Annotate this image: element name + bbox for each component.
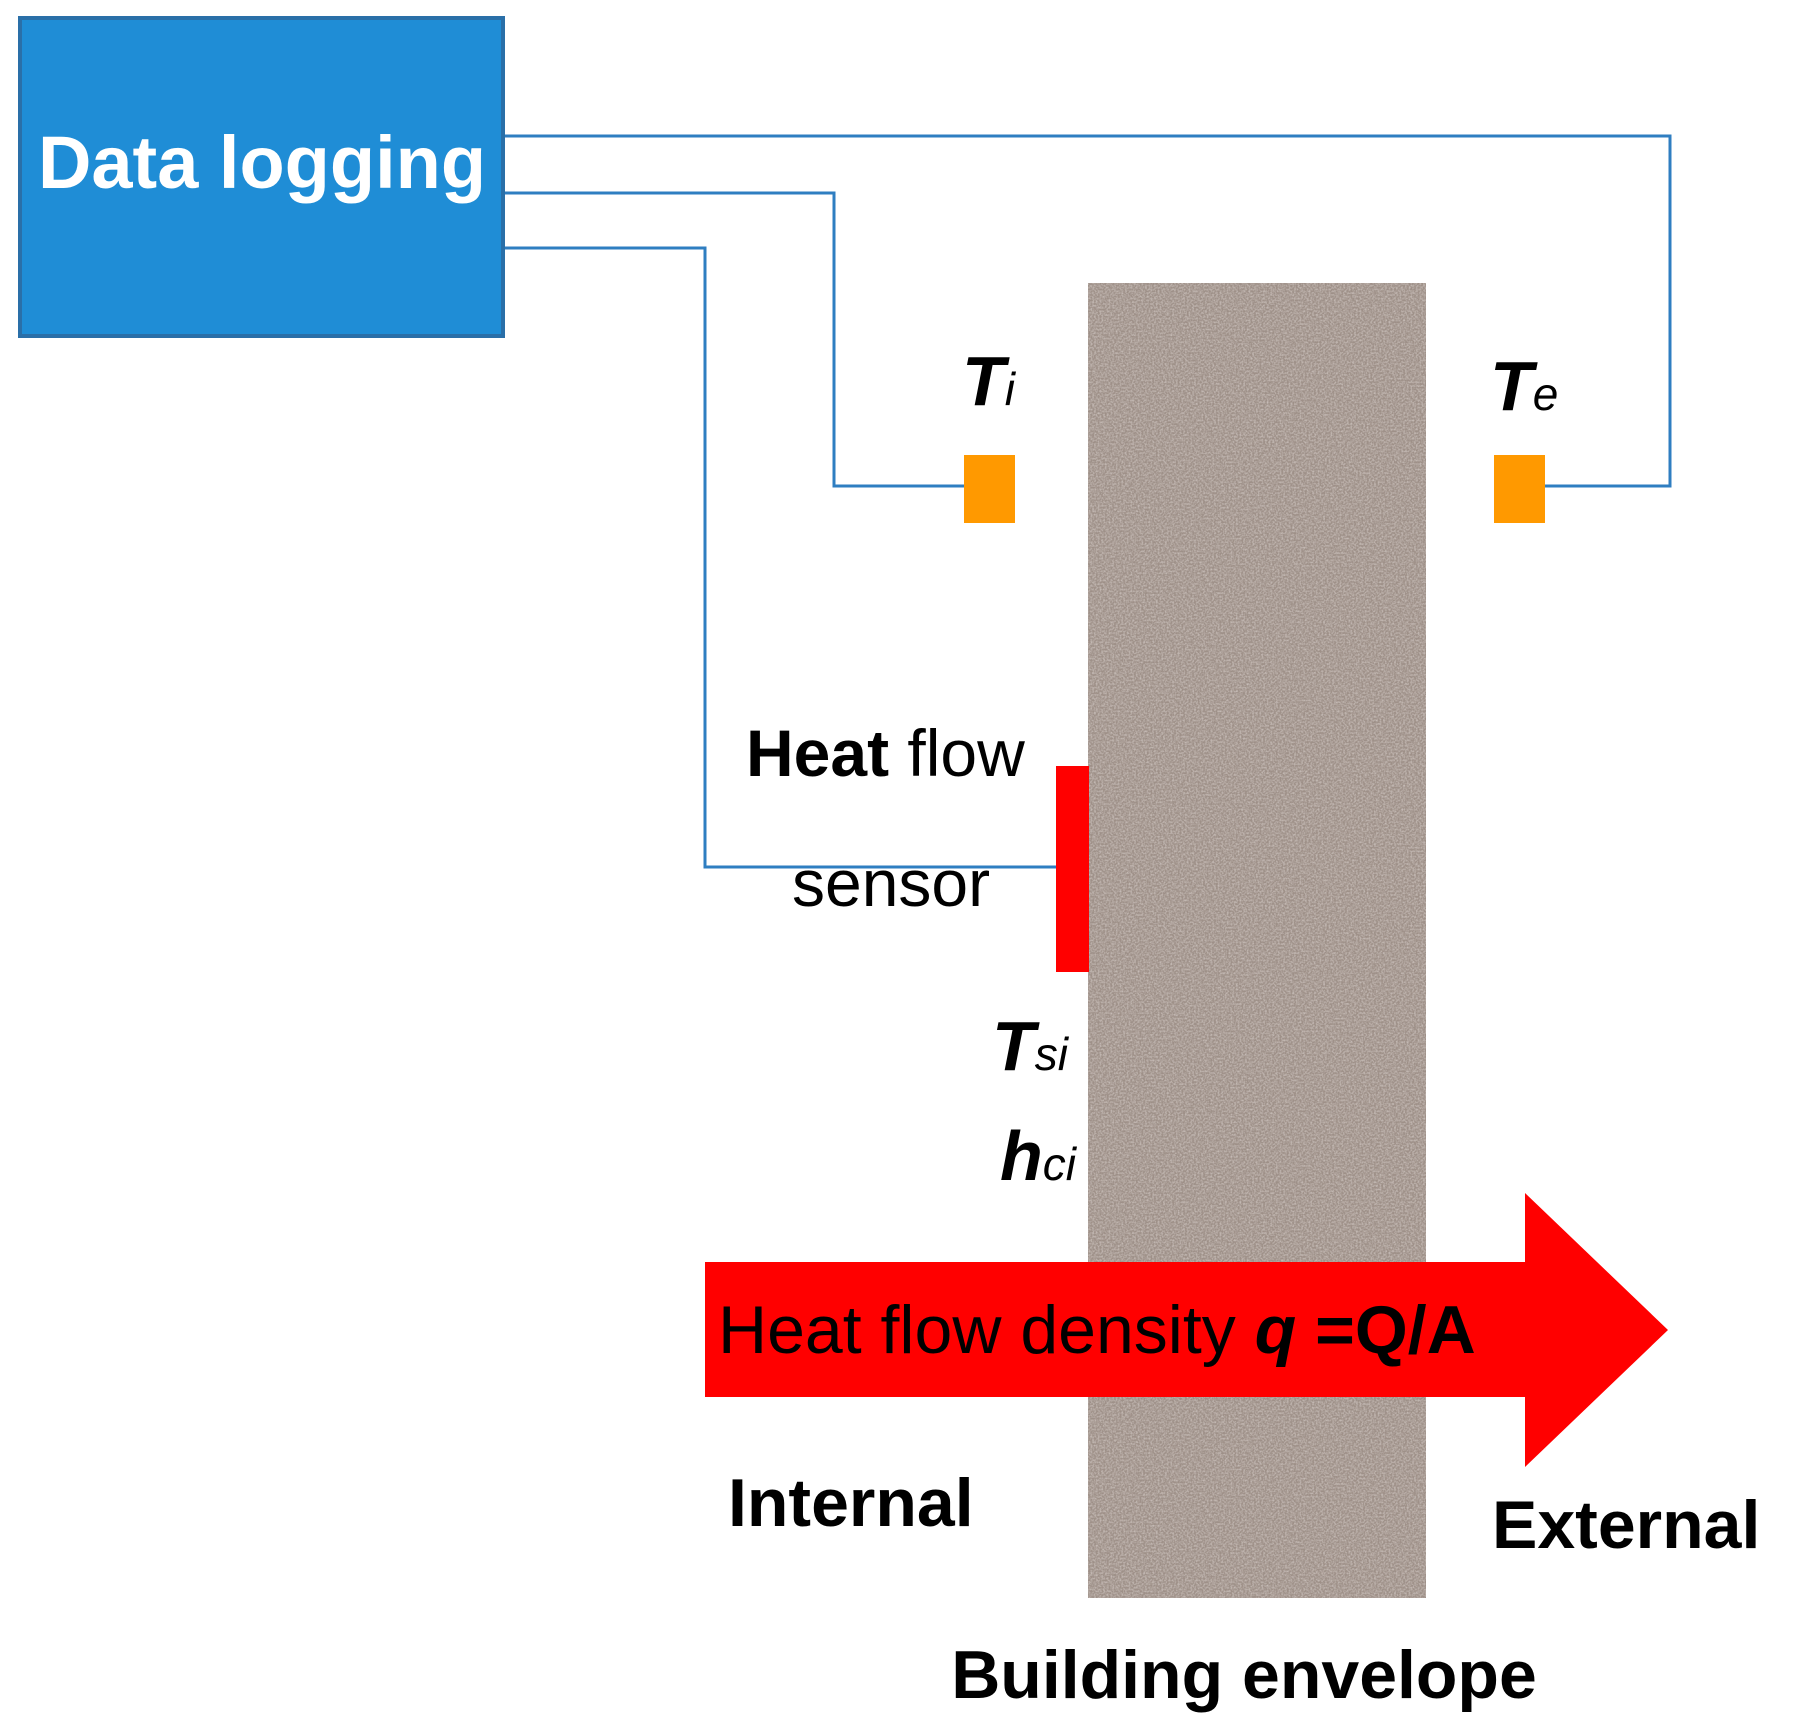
heat-flow-arrow (705, 1193, 1668, 1467)
surface-temperature-label: Tsi (992, 1007, 1070, 1085)
ti-subscript: i (1005, 363, 1017, 415)
te-subscript: e (1533, 368, 1559, 420)
internal-temperature-sensor (964, 455, 1015, 523)
heat-flow-arrow-label: Heat flow density q =Q/A (718, 1292, 1476, 1368)
ti-symbol: T (962, 342, 1010, 420)
heat-flow-density-symbol: q (1255, 1292, 1297, 1368)
heat-flow-density-text: Heat flow density (718, 1292, 1236, 1368)
external-temperature-label: Te (1490, 347, 1558, 425)
wire-external-temp (503, 134, 1672, 488)
external-temperature-sensor (1494, 455, 1545, 523)
building-envelope-wall (1088, 283, 1426, 1598)
tsi-symbol: T (992, 1007, 1040, 1085)
heat-flow-density-formula: =Q/A (1315, 1292, 1476, 1368)
tsi-subscript: si (1035, 1028, 1070, 1080)
heat-flow-sensor-label-line1: Heat flow (746, 716, 1025, 790)
data-logger-box (18, 16, 505, 338)
surface-coefficient-label: hci (1000, 1117, 1078, 1195)
wire-internal-temp (503, 191, 965, 488)
data-logger: Data logging (18, 16, 505, 338)
heat-flow-sensor-plate (1056, 766, 1089, 972)
te-symbol: T (1490, 347, 1538, 425)
internal-side-label: Internal (728, 1465, 974, 1541)
heat-flow-sensor-rest-word: flow (907, 716, 1025, 790)
internal-temperature-label: Ti (962, 342, 1017, 420)
heat-flow-sensor-label-line2: sensor (792, 846, 990, 920)
sensor-wires (503, 134, 1672, 869)
hci-subscript: ci (1043, 1138, 1078, 1190)
hci-symbol: h (1000, 1117, 1043, 1195)
external-side-label: External (1492, 1487, 1760, 1563)
data-logger-label: Data logging (38, 121, 486, 204)
heat-flow-sensor-bold-word: Heat (746, 716, 889, 790)
building-envelope-label: Building envelope (951, 1637, 1537, 1713)
wire-heat-flow-sensor (503, 246, 1058, 869)
wall-speckle-dark (1088, 283, 1426, 1598)
